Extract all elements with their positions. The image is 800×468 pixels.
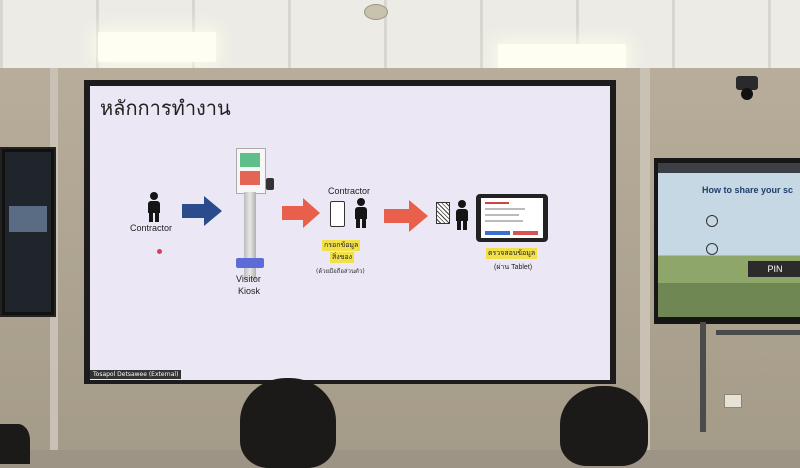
wall-outlet	[724, 394, 742, 408]
presentation-slide: หลักการทำงาน Contractor Visitor Kiosk Co…	[90, 86, 610, 380]
audience-head-right	[560, 386, 648, 466]
kiosk-screen-bottom	[240, 171, 260, 185]
kiosk-scanner	[266, 178, 274, 190]
tablet-device	[476, 194, 548, 242]
left-monitor-screen	[5, 152, 51, 312]
contractor-mid-label: Contractor	[328, 186, 371, 196]
step-1-icon	[706, 215, 718, 227]
kiosk-label-2: Kiosk	[238, 286, 261, 296]
presenter-name: Tosapol Detsawee (External)	[90, 370, 182, 379]
audience-head-left	[240, 378, 336, 468]
fill-info-note: (ด้วยมือถือส่วนตัว)	[316, 268, 365, 275]
kiosk-screen	[236, 148, 266, 194]
qr-code-icon	[436, 202, 450, 224]
contractor-mid-person-icon	[353, 198, 369, 228]
right-side-monitor: How to share your sc PIN	[654, 158, 800, 324]
security-guard-icon	[454, 200, 470, 230]
monitor-stand-leg-left	[700, 322, 706, 432]
right-monitor-topbar	[658, 163, 800, 173]
red-arrow-icon-2	[384, 200, 428, 232]
kiosk-base	[236, 258, 264, 268]
blue-arrow-icon	[182, 196, 222, 226]
wall-pillar-right	[640, 68, 650, 450]
smoke-detector	[364, 4, 388, 20]
left-side-monitor	[0, 147, 56, 317]
ceiling-light-right	[498, 44, 626, 70]
audience-head-edge	[0, 424, 30, 464]
fill-info-label-1: กรอกข้อมูล	[322, 240, 361, 251]
tablet-form-line	[485, 208, 525, 210]
pin-badge: PIN	[748, 261, 800, 277]
tablet-form-line	[485, 220, 523, 222]
tablet-button-icon	[513, 231, 538, 235]
left-monitor-window	[9, 206, 47, 232]
tablet-form-header	[485, 202, 509, 204]
right-monitor-screen: How to share your sc PIN	[658, 163, 800, 317]
step-2-icon	[706, 243, 718, 255]
tablet-form-line	[485, 214, 519, 216]
security-camera-icon	[736, 76, 758, 90]
verify-info-note: (ผ่าน Tablet)	[494, 264, 533, 271]
tablet-button-icon	[485, 231, 510, 235]
slide-title: หลักการทำงาน	[100, 96, 231, 120]
kiosk-label-1: Visitor	[236, 274, 261, 284]
mobile-phone-icon	[330, 201, 345, 227]
contractor-label: Contractor	[130, 223, 173, 233]
red-arrow-icon	[282, 198, 320, 228]
verify-info-label: ตรวจสอบข้อมูล	[486, 248, 538, 259]
kiosk-screen-top	[240, 153, 260, 167]
fill-info-label-2: สิ่งของ	[330, 252, 355, 263]
camera-lens	[741, 88, 753, 100]
contractor-person-icon	[146, 192, 162, 222]
tablet-screen	[481, 198, 543, 238]
share-heading: How to share your sc	[702, 185, 794, 195]
ceiling-light-left	[98, 32, 216, 62]
laser-pointer-dot	[157, 249, 162, 254]
monitor-stand-bar	[716, 330, 800, 335]
